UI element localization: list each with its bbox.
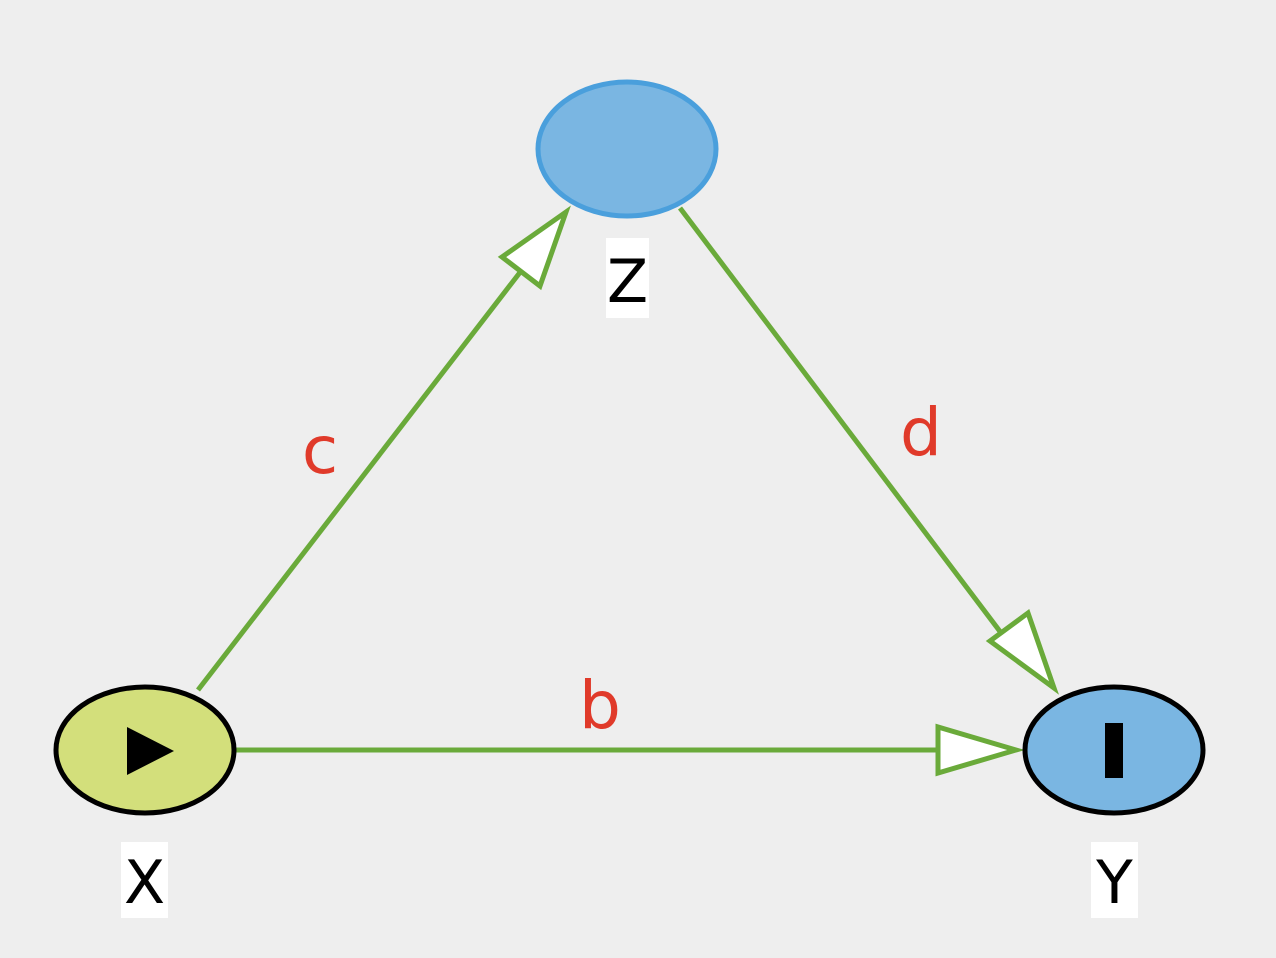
node-x-label-text: X	[124, 848, 165, 918]
edge-x-to-z-line	[196, 260, 530, 692]
edge-x-to-y[interactable]	[236, 723, 1025, 777]
edge-x-to-z-label: c	[302, 412, 338, 489]
node-z[interactable]	[535, 79, 719, 219]
node-z-ellipse	[535, 79, 719, 219]
node-z-label-text: Z	[607, 247, 648, 317]
edge-x-to-z[interactable]	[196, 205, 571, 692]
play-icon	[127, 727, 174, 775]
edge-x-to-y-label: b	[579, 667, 621, 744]
node-x-label-bg	[121, 842, 168, 918]
node-y-label: Y	[1091, 842, 1138, 918]
node-y[interactable]	[1022, 684, 1206, 816]
bar-icon	[1105, 723, 1123, 778]
edge-z-to-y-arrowhead	[985, 608, 1059, 695]
edge-x-to-y-arrowhead	[935, 723, 1025, 777]
edge-x-to-z-arrowhead	[497, 205, 571, 291]
edge-z-to-y[interactable]	[678, 206, 1059, 695]
node-x-label: X	[121, 842, 168, 918]
node-x[interactable]	[53, 684, 237, 816]
edge-z-to-y-label: d	[900, 394, 942, 471]
node-y-label-bg	[1091, 842, 1138, 918]
node-z-label-bg	[606, 238, 649, 318]
node-y-label-text: Y	[1095, 848, 1133, 918]
node-z-label: Z	[606, 238, 649, 318]
edge-z-to-y-line	[678, 206, 1016, 652]
